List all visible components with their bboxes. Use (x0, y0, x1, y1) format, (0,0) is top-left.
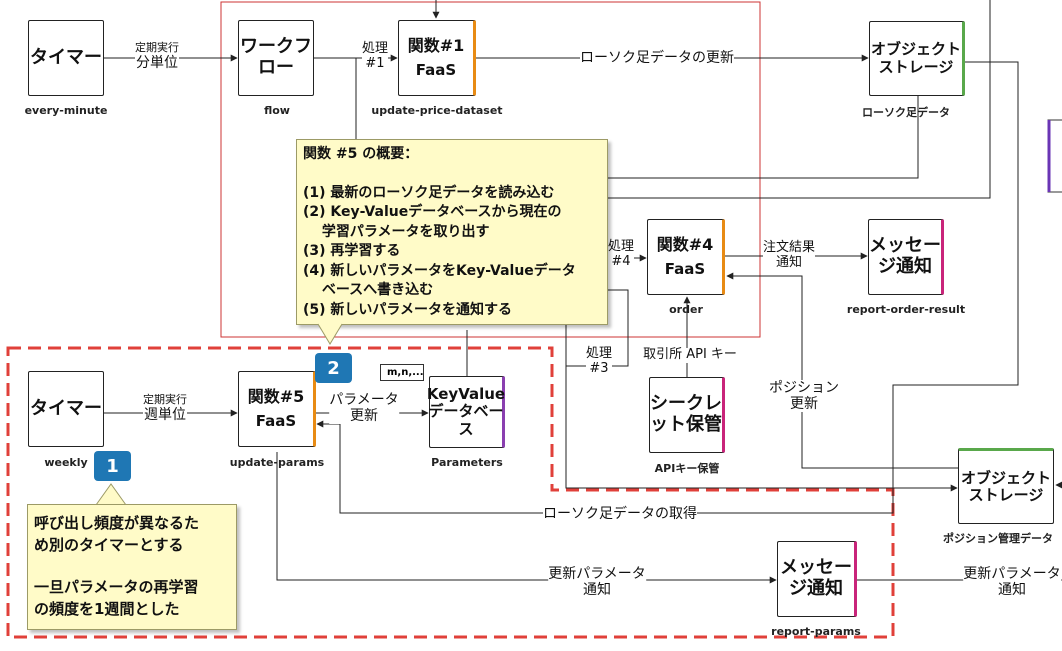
timer-weekly-node[interactable]: タイマー (28, 371, 104, 447)
function-5-node[interactable]: 関数#5 FaaS (238, 371, 316, 447)
keyvalue-db-node[interactable]: KeyValueデータベース (427, 376, 505, 448)
object-storage-position-node[interactable]: オブジェクトストレージ (958, 448, 1054, 524)
message-notify-params-node[interactable]: メッセージ通知 (777, 541, 857, 617)
edge-obj1-down (598, 96, 919, 179)
label-process-4: 処理 #4 (607, 239, 635, 270)
timer-note-line: め別のタイマーとする (34, 535, 184, 554)
label-candle-fetch: ローソク足データの取得 (543, 506, 697, 523)
label-param-update: パラメータ 更新 (329, 392, 399, 425)
function-5-overview-note: 関数 #5 の概要： (1) 最新のローソク足データを読み込む (2) Key-… (296, 139, 608, 325)
timer-note-line: の頻度を1週間とした (34, 599, 180, 618)
edge-obj1-obj2 (892, 61, 1019, 440)
message-notify-params-caption: report-params (771, 625, 861, 638)
function-4-caption: order (669, 303, 703, 316)
workflow-caption: flow (264, 104, 290, 117)
function-4-node[interactable]: 関数#4 FaaS (647, 219, 725, 295)
process-region (220, 1, 761, 338)
overview-item: (3) 再学習する (303, 243, 401, 259)
function-5-title: 関数#5 (247, 387, 305, 407)
timer-note-line: 呼び出し頻度が異なるた (34, 514, 200, 532)
timer-note-line (34, 556, 230, 577)
timer-weekly-caption: weekly (44, 456, 88, 469)
edge-right-top (600, 0, 991, 199)
label-candle-update: ローソク足データの更新 (580, 50, 734, 67)
function-1-title: 関数#1 (407, 36, 465, 56)
label-process-1: 処理 #1 (361, 41, 389, 72)
keyvalue-db-caption: Parameters (431, 456, 503, 469)
label-param-notify-2: 更新パラメータ 通知 (963, 566, 1061, 599)
timer-note-line: 一旦パラメータの再学習 (34, 578, 199, 596)
label-timer1-flow: 定期実行 分単位 (135, 41, 179, 71)
edge-fn-obj2 (565, 320, 958, 492)
object-storage-candle-node[interactable]: オブジェクトストレージ (869, 21, 965, 96)
workflow-node[interactable]: ワークフロー (238, 20, 314, 96)
keyvalue-table-icon-text: m,n,... (387, 367, 424, 378)
timer-every-minute-node[interactable]: タイマー (28, 20, 104, 96)
secret-store-caption: APIキー保管 (654, 462, 720, 475)
label-param-notify-1: 更新パラメータ 通知 (548, 566, 646, 599)
badge-2: 2 (315, 353, 352, 383)
message-notify-order-caption: report-order-result (846, 303, 966, 316)
label-position-update: ポジション 更新 (769, 380, 839, 413)
function-5-caption: update-params (229, 456, 325, 469)
label-order-result: 注文結果 通知 (762, 240, 816, 271)
keyvalue-table-icon: m,n,... (380, 364, 424, 381)
overview-item: 学習パラメータを取り出す (303, 223, 490, 240)
function-4-title: 関数#4 (656, 235, 714, 255)
timer-frequency-note: 呼び出し頻度が異なるた め別のタイマーとする 一旦パラメータの再学習 の頻度を1… (27, 504, 237, 630)
label-process-3: 処理 #3 (585, 346, 613, 377)
function-1-caption: update-price-dataset (371, 104, 503, 117)
secret-store-node[interactable]: シークレット保管 (649, 377, 725, 453)
overview-item: (2) Key-Valueデータベースから現在の (303, 204, 562, 220)
message-notify-order-node[interactable]: メッセージ通知 (868, 219, 944, 295)
label-timer2-fn5: 定期実行 週単位 (143, 393, 187, 423)
overview-item: ベースへ書き込む (303, 282, 434, 298)
badge-1: 1 (94, 451, 131, 481)
overview-item: (1) 最新のローソク足データを読み込む (303, 184, 555, 201)
edge-obj2-fn4 (726, 272, 958, 469)
overview-item: (5) 新しいパラメータを通知する (303, 301, 512, 318)
label-api-key: 取引所 API キー (643, 347, 737, 363)
timer-every-minute-caption: every-minute (24, 104, 108, 117)
overview-item: (4) 新しいパラメータをKey-Valueデータ (303, 262, 576, 279)
object-storage-candle-caption: ローソク足データ (862, 106, 950, 119)
function-1-sub: FaaS (415, 60, 457, 79)
object-storage-position-caption: ポジション管理データ (943, 532, 1053, 545)
function-1-node[interactable]: 関数#1 FaaS (398, 20, 476, 96)
function-5-sub: FaaS (255, 411, 297, 430)
function-5-overview-title: 関数 #5 の概要： (303, 146, 419, 162)
function-4-sub: FaaS (664, 259, 706, 278)
